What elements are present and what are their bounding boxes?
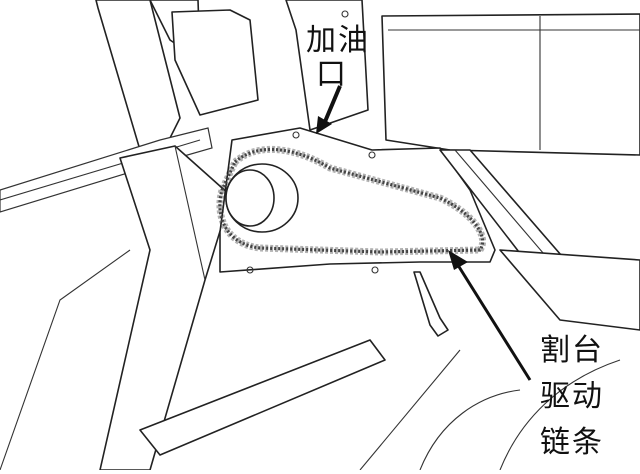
sprocket-hub xyxy=(225,169,275,227)
far-left-contour xyxy=(0,249,131,471)
left-block-edge xyxy=(174,145,206,281)
lower-center-line xyxy=(359,349,461,471)
lower-right-curve xyxy=(499,359,621,471)
fill-port-label-line1: 加油 xyxy=(306,23,370,58)
right-housing xyxy=(381,13,640,156)
bolt xyxy=(371,266,379,274)
lower-right-curve-2 xyxy=(419,389,521,471)
bolt xyxy=(246,266,254,274)
chain-guard xyxy=(219,127,496,273)
center-vertical-plate xyxy=(285,0,369,131)
right-lower-housing xyxy=(499,249,640,331)
bolt xyxy=(292,131,300,139)
plate-hole xyxy=(341,10,349,18)
fill-port-arrow xyxy=(322,85,342,125)
chain-label-line3: 链条 xyxy=(540,425,604,460)
drive-chain xyxy=(216,146,487,256)
chain-label-line1: 割台 xyxy=(540,333,604,368)
hanging-rod xyxy=(413,271,449,337)
bolt xyxy=(368,151,376,159)
fill-port-label-line2: 口 xyxy=(316,57,348,92)
chain-label-line2: 驱动 xyxy=(540,379,604,414)
chain-arrowhead xyxy=(448,250,468,270)
chain-arrow xyxy=(454,261,532,381)
lower-slab xyxy=(139,339,386,456)
fill-port-arrowhead xyxy=(316,116,332,134)
top-bracket xyxy=(171,9,259,116)
